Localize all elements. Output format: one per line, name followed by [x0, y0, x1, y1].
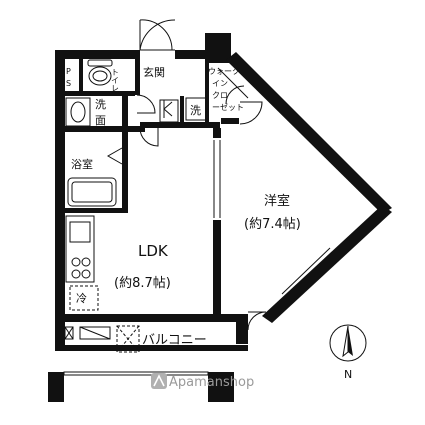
label-ldk-area: (約8.7帖)	[114, 276, 171, 291]
balcony-storage	[116, 325, 140, 353]
north-arrow-fill-icon	[348, 326, 353, 356]
label-toilet: トイレ	[111, 68, 120, 92]
watermark: Apamanshop	[151, 373, 254, 390]
fixtures	[64, 59, 249, 353]
room-labels: P S トイレ 玄関 洗 面 洗 ウォーク イン クロ ーゼット 浴室 LDK …	[66, 65, 301, 348]
kitchen-counter	[65, 215, 95, 283]
label-balcony: バルコニー	[142, 333, 207, 348]
doors	[106, 19, 267, 331]
closet-shelf	[217, 67, 249, 99]
label-closet-2: イン	[212, 79, 228, 88]
label-wash-face-1: 洗	[95, 98, 106, 111]
interior-walls	[65, 59, 239, 315]
wash-basin	[65, 97, 91, 127]
label-ps-p: P	[66, 67, 71, 76]
label-entrance: 玄関	[143, 65, 165, 79]
ac-outdoor-unit	[79, 326, 111, 340]
toilet-fixture	[87, 59, 113, 86]
watermark-brand: Apamanshop	[169, 375, 254, 390]
washing-machine-space	[185, 97, 207, 121]
label-western-area: (約7.4帖)	[244, 217, 301, 232]
label-bath: 浴室	[71, 157, 93, 171]
label-ldk: LDK	[138, 242, 169, 260]
wash-machine-box	[159, 99, 179, 123]
fridge-space	[69, 285, 99, 311]
label-closet-4: ーゼット	[212, 102, 244, 112]
label-western: 洋室	[264, 193, 290, 209]
compass-north-label: N	[344, 368, 352, 381]
bathtub	[67, 177, 117, 207]
apamanshop-logo-icon	[151, 373, 167, 389]
compass: N	[329, 324, 367, 381]
north-arrow-icon	[342, 325, 349, 358]
label-closet-3: クロ	[212, 91, 228, 100]
label-ps-s: S	[66, 79, 71, 88]
label-wash-face-2: 面	[95, 114, 106, 127]
label-wash-machine: 洗	[190, 104, 201, 117]
label-closet-1: ウォーク	[208, 67, 240, 76]
windows	[65, 247, 333, 322]
label-fridge: 冷	[76, 292, 87, 305]
